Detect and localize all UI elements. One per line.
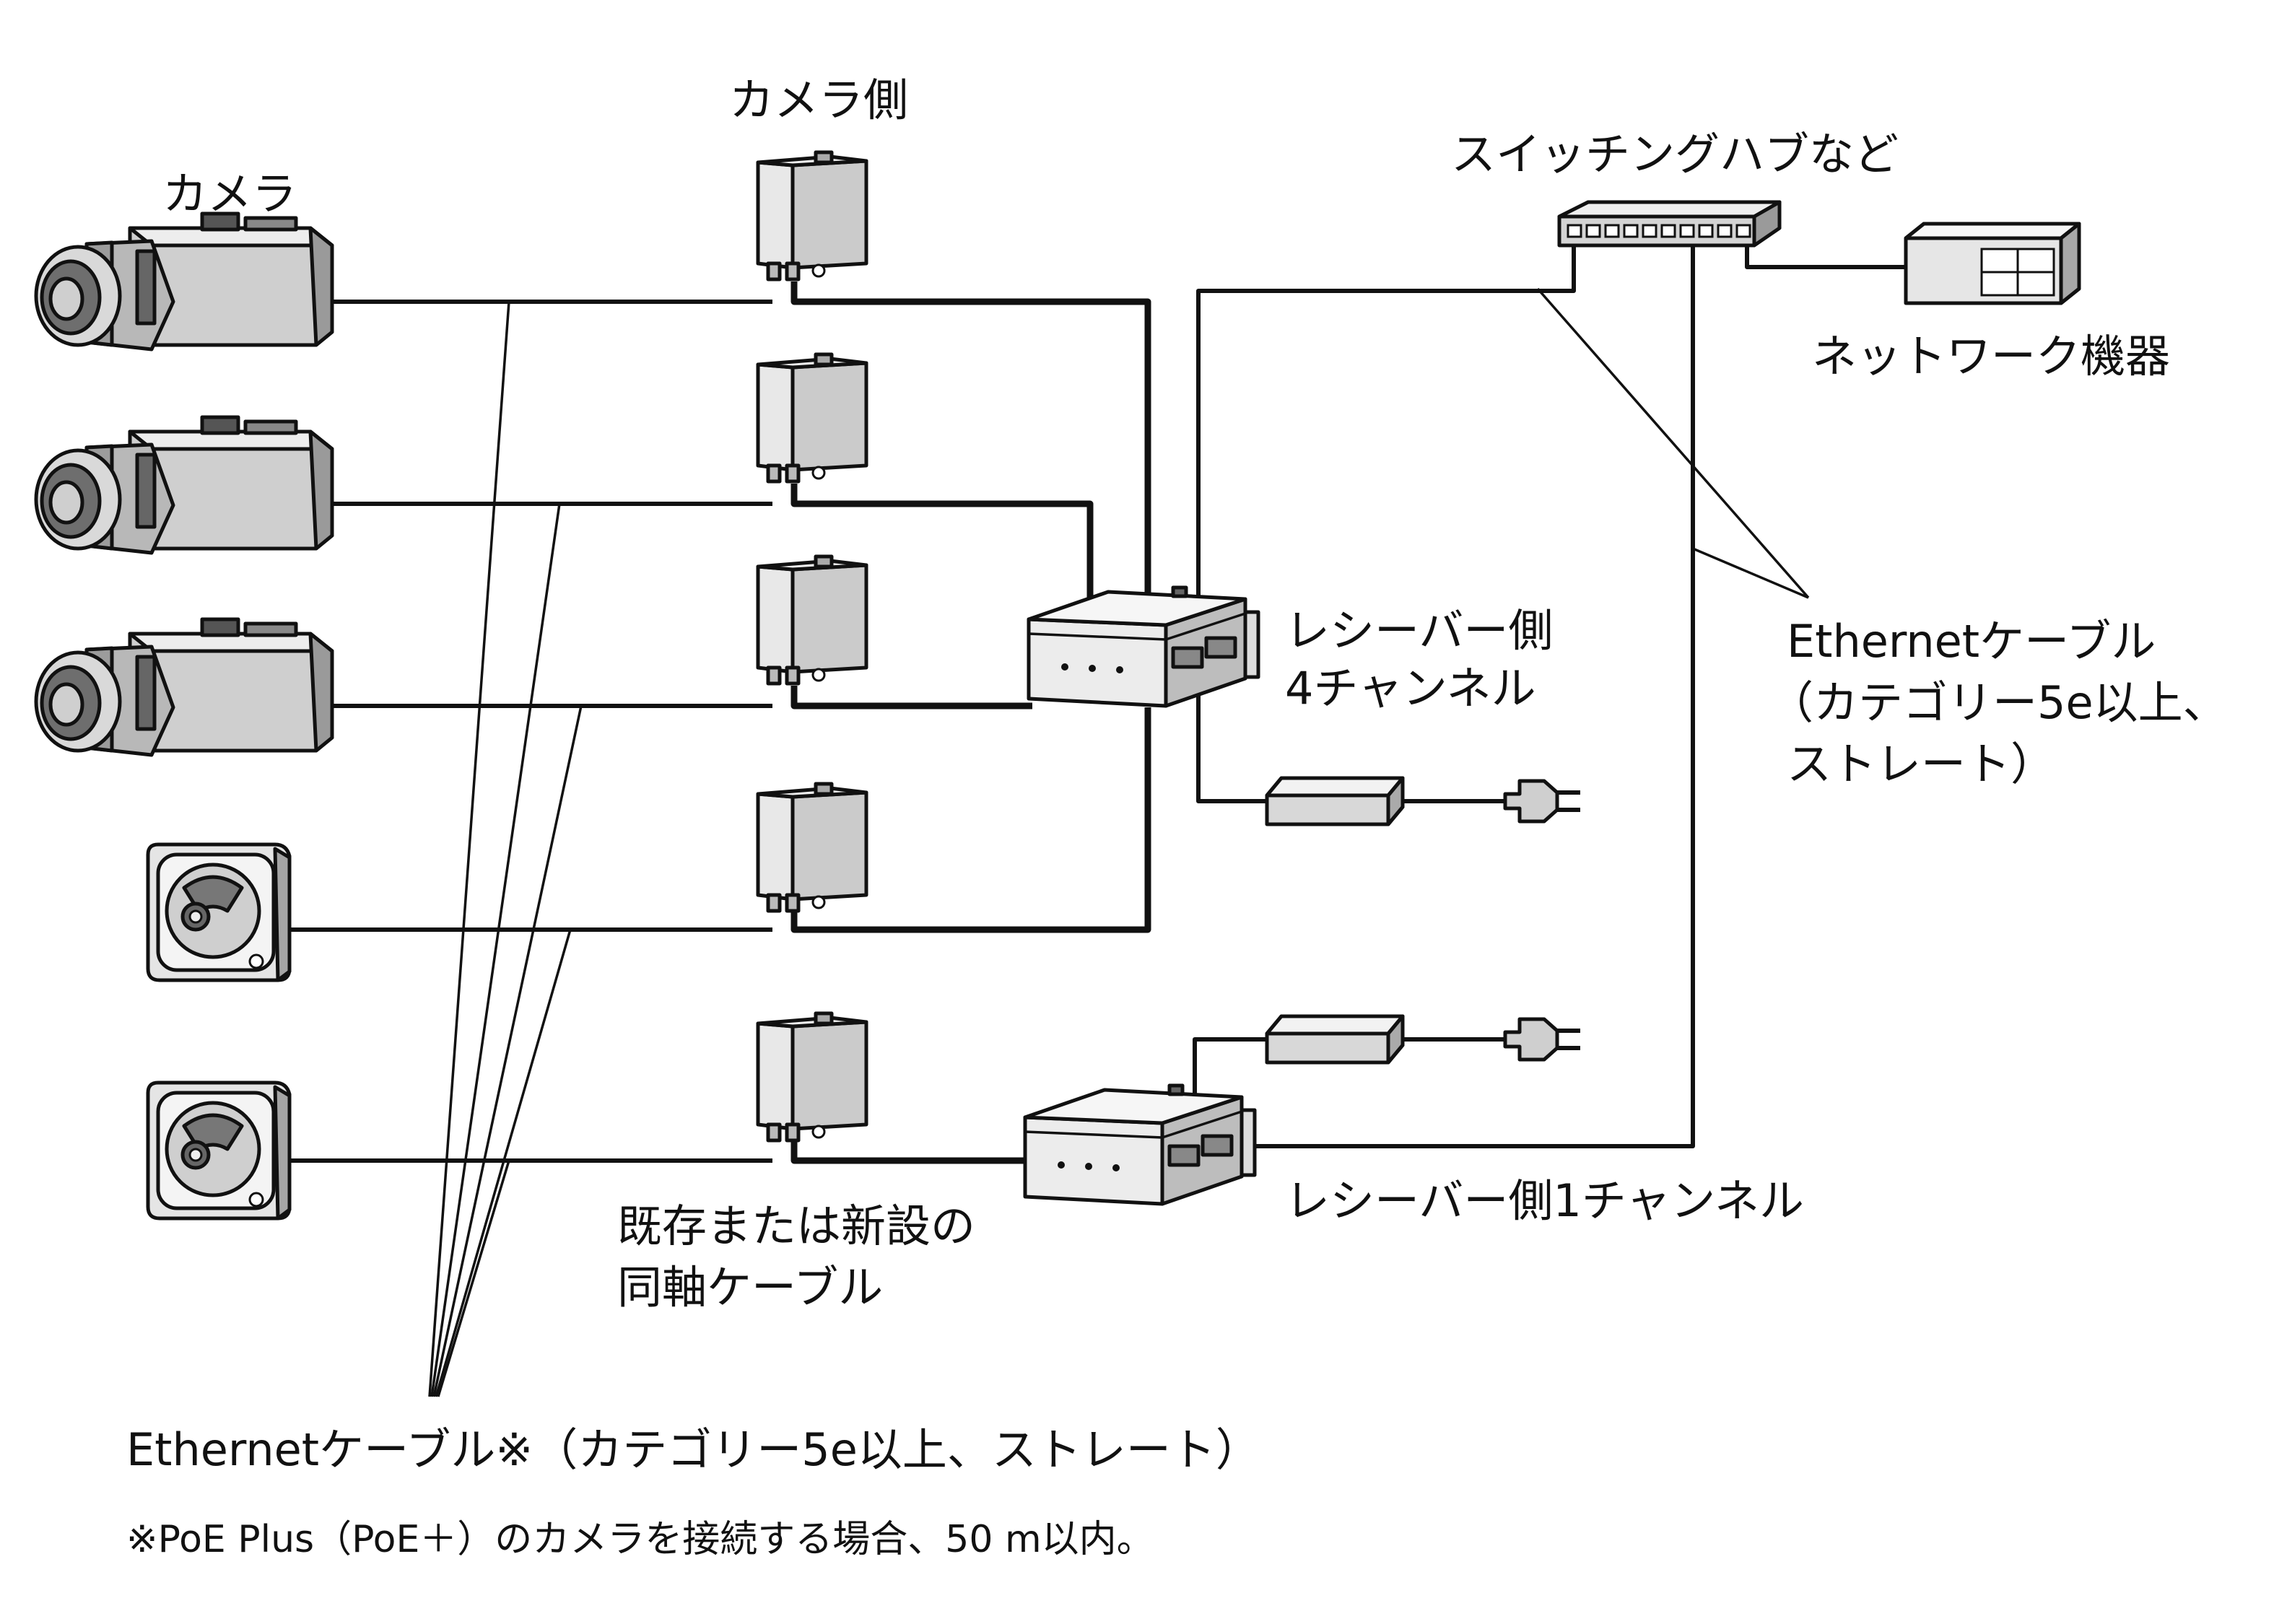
ac-adapter-icon xyxy=(1267,778,1403,824)
box-camera-icon xyxy=(36,619,332,755)
poe-footnote: ※PoE Plus（PoE＋）のカメラを接続する場合、50 m以内。 xyxy=(126,1518,1154,1561)
power-plug-icon xyxy=(1505,781,1580,821)
coax-transmitter-icon xyxy=(758,1013,866,1140)
coax-transmitter-icon xyxy=(758,784,866,911)
box-camera-icon xyxy=(36,417,332,553)
coax-cable-2 xyxy=(790,484,1094,614)
receiver-4ch-label-line1: レシーバー側 xyxy=(1285,604,1553,657)
compact-camera-icon xyxy=(148,844,289,980)
coax-cable-3 xyxy=(790,686,1032,710)
camera-side-label: カメラ側 xyxy=(729,74,908,126)
switching-hub-label: スイッチングハブなど xyxy=(1451,128,1899,180)
power-plug-icon xyxy=(1505,1019,1580,1060)
coax-receiver-icon xyxy=(1025,1086,1255,1204)
receiver4-to-hub-cable xyxy=(1196,238,1576,605)
coax-transmitter-icon xyxy=(758,556,866,684)
receiver-1ch-label: レシーバー側1チャンネル xyxy=(1285,1174,1804,1227)
ethernet-right-label-line1: Ethernetケーブル xyxy=(1787,615,2156,668)
coax-transmitter-icon xyxy=(758,152,866,279)
camera-label: カメラ xyxy=(162,167,297,220)
ethernet-right-label-line3: ストレート） xyxy=(1787,738,2055,790)
ethernet-bottom-label: Ethernetケーブル※（カテゴリー5e以上、ストレート） xyxy=(126,1423,1260,1476)
ethernet-leader-lines-right xyxy=(1536,287,1810,599)
coax-cable-1 xyxy=(790,281,1151,634)
compact-camera-icon xyxy=(148,1083,289,1218)
ethernet-leader-lines xyxy=(428,301,583,1397)
ethernet-cables-left xyxy=(289,300,772,1163)
receiver-network-cables xyxy=(1193,238,1906,1148)
receiver1-power-cable xyxy=(1193,1037,1267,1104)
network-device-icon xyxy=(1904,222,2081,305)
coax-label-line1: 既存または新設の xyxy=(617,1200,975,1252)
receiver4-power-cable xyxy=(1196,671,1267,803)
network-device-label: ネットワーク機器 xyxy=(1812,330,2170,383)
coax-cables xyxy=(790,281,1151,1164)
box-camera-icon xyxy=(36,214,332,349)
receiver1-to-hub-cable xyxy=(1202,238,1695,1148)
coax-cable-4 xyxy=(790,707,1151,933)
switching-hub-icon xyxy=(1557,200,1782,248)
coax-transmitter-icon xyxy=(758,354,866,481)
coax-cable-5 xyxy=(790,1140,1029,1164)
ac-adapter-icon xyxy=(1267,1016,1403,1062)
coax-label-line2: 同軸ケーブル xyxy=(617,1261,883,1314)
hub-to-device-cable xyxy=(1745,245,1906,269)
receiver-4ch-label-line2: 4チャンネル xyxy=(1285,662,1536,715)
ethernet-right-label-line2: （カテゴリー5e以上、 xyxy=(1769,676,2228,729)
coax-receiver-icon xyxy=(1029,588,1258,706)
